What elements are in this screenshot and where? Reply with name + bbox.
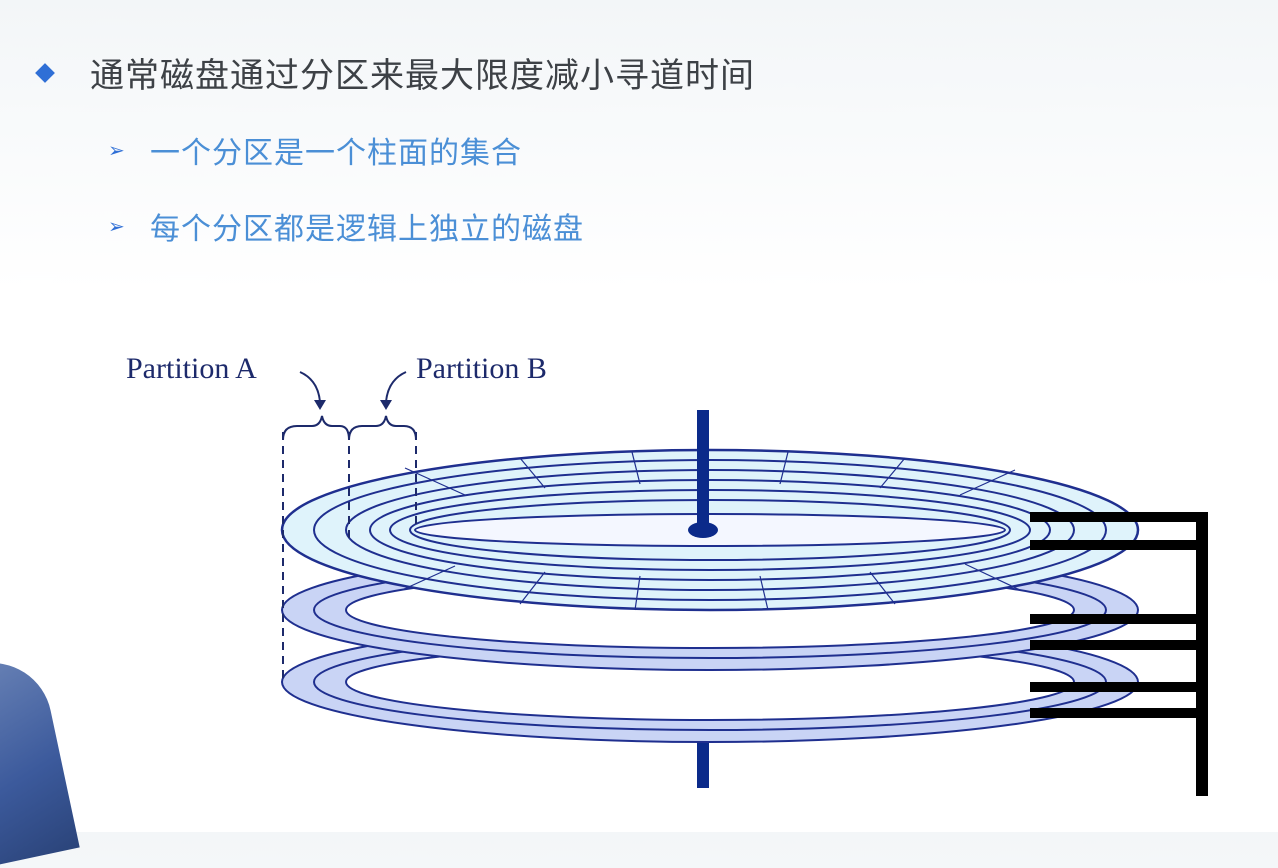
partition-b-label: Partition B bbox=[416, 352, 547, 385]
spindle-top bbox=[697, 410, 709, 528]
main-bullet: 通常磁盘通过分区来最大限度减小寻道时间 bbox=[34, 48, 755, 97]
slide: 通常磁盘通过分区来最大限度减小寻道时间 ➢ 一个分区是一个柱面的集合 ➢ 每个分… bbox=[0, 48, 1208, 868]
arrow-b-head-icon bbox=[380, 400, 392, 410]
arrow-bullet-icon: ➢ bbox=[108, 214, 125, 238]
arrow-bullet-icon: ➢ bbox=[108, 138, 125, 162]
partition-guide-lines bbox=[282, 432, 417, 680]
partition-a-label: Partition A bbox=[126, 352, 257, 385]
main-bullet-text: 通常磁盘通过分区来最大限度减小寻道时间 bbox=[90, 56, 755, 96]
sub-bullet-2: ➢ 每个分区都是逻辑上独立的磁盘 bbox=[108, 204, 584, 248]
spindle-hub bbox=[688, 522, 718, 538]
sub-bullet-1: ➢ 一个分区是一个柱面的集合 bbox=[108, 128, 522, 172]
actuator-arm bbox=[1030, 512, 1208, 796]
spindle-bottom bbox=[697, 738, 709, 788]
partition-braces bbox=[282, 415, 417, 441]
arrow-a-head-icon bbox=[314, 400, 326, 410]
callout-arrows bbox=[299, 371, 407, 403]
sub-bullet-text: 每个分区都是逻辑上独立的磁盘 bbox=[150, 212, 584, 247]
disk-partition-diagram: Partition A Partition B bbox=[126, 352, 1208, 796]
sub-bullet-text: 一个分区是一个柱面的集合 bbox=[150, 136, 522, 171]
